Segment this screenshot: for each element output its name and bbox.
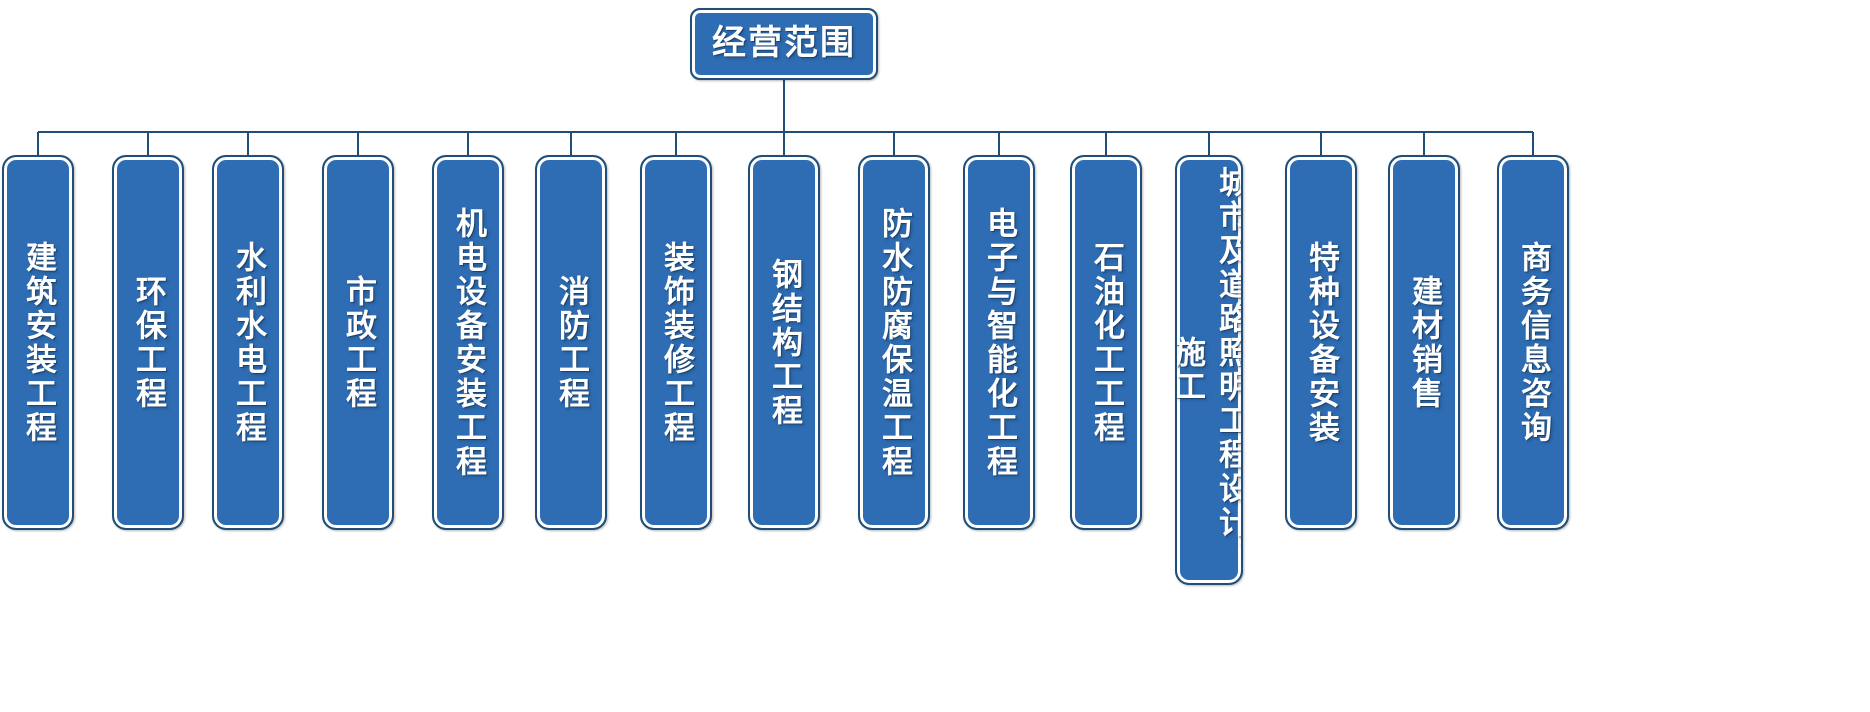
child-node-label: 市政工程 (340, 274, 376, 411)
child-node-label: 机电设备安装工程 (450, 206, 486, 479)
root-node-label: 经营范围 (712, 23, 856, 64)
child-node-9[interactable]: 防水防腐保温工程 (858, 155, 930, 530)
child-node-13[interactable]: 特种设备安装 (1285, 155, 1357, 530)
child-node-label: 电子与智能化工程 (981, 206, 1017, 479)
child-node-14[interactable]: 建材销售 (1388, 155, 1460, 530)
child-node-label: 防水防腐保温工程 (876, 206, 912, 479)
child-node-label: 建材销售 (1406, 274, 1442, 411)
child-node-label: 环保工程 (130, 274, 166, 411)
child-node-10[interactable]: 电子与智能化工程 (963, 155, 1035, 530)
child-node-1[interactable]: 建筑安装工程 (2, 155, 74, 530)
child-node-label: 消防工程 (553, 274, 589, 411)
child-node-4[interactable]: 市政工程 (322, 155, 394, 530)
child-node-3[interactable]: 水利水电工程 (212, 155, 284, 530)
child-node-15[interactable]: 商务信息咨询 (1497, 155, 1569, 530)
child-node-12[interactable]: 城市及道路照明工程设计、施工 (1175, 155, 1243, 585)
child-node-label: 商务信息咨询 (1515, 240, 1551, 445)
child-node-11[interactable]: 石油化工工程 (1070, 155, 1142, 530)
root-node-business-scope[interactable]: 经营范围 (690, 8, 878, 80)
child-node-8[interactable]: 钢结构工程 (748, 155, 820, 530)
child-node-label: 建筑安装工程 (20, 240, 56, 445)
child-node-5[interactable]: 机电设备安装工程 (432, 155, 504, 530)
child-node-label: 石油化工工程 (1088, 240, 1124, 445)
child-node-6[interactable]: 消防工程 (535, 155, 607, 530)
child-node-label: 特种设备安装 (1303, 240, 1339, 445)
child-node-label: 城市及道路照明工程设计、施工 (1175, 166, 1243, 574)
child-node-2[interactable]: 环保工程 (112, 155, 184, 530)
child-node-7[interactable]: 装饰装修工程 (640, 155, 712, 530)
child-node-label: 水利水电工程 (230, 240, 266, 445)
child-node-label: 装饰装修工程 (658, 240, 694, 445)
child-node-label: 钢结构工程 (766, 257, 802, 428)
